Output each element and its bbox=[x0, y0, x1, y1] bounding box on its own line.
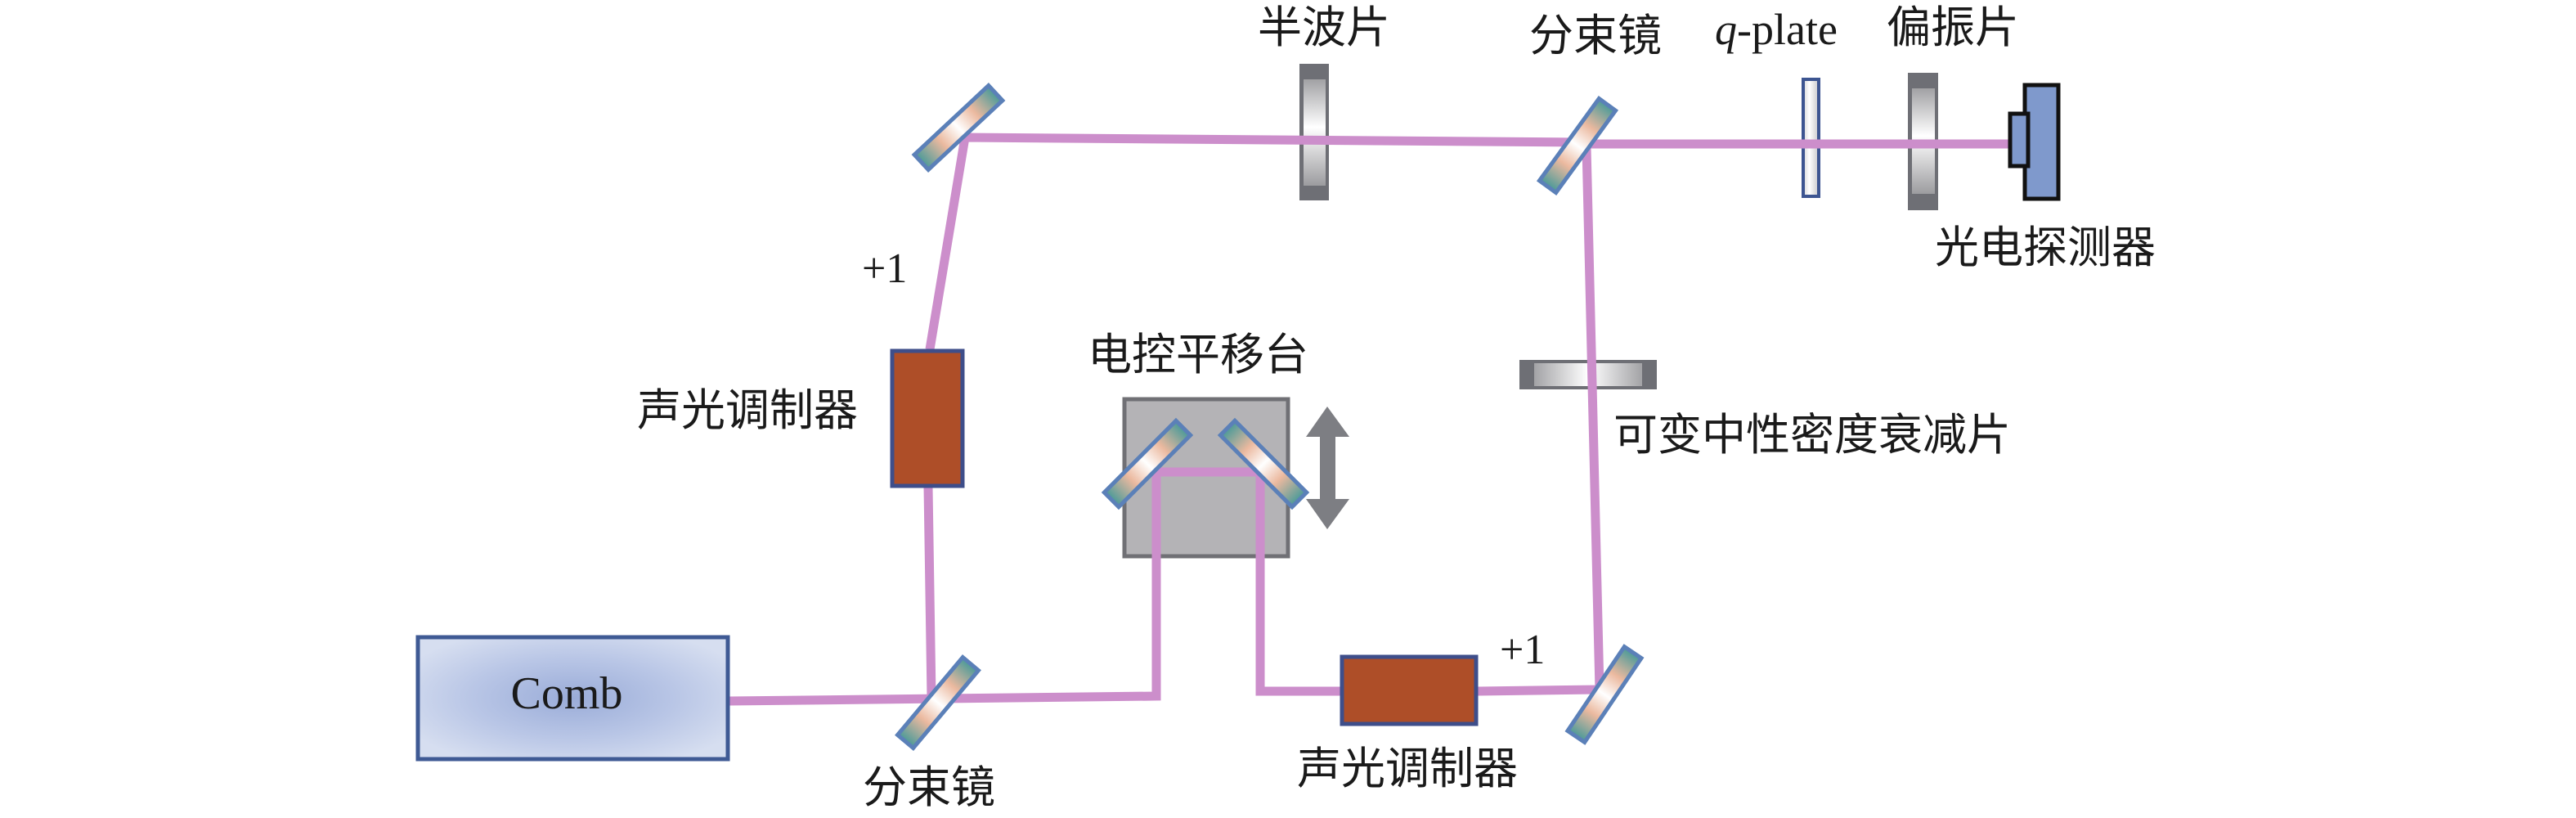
beam-splitter-to-aom-left bbox=[923, 487, 936, 699]
stage-mirror-right-plate bbox=[1217, 417, 1310, 510]
beam-comb-through-stage bbox=[729, 467, 1340, 706]
comb-label: Comb bbox=[511, 668, 623, 719]
nd-filter-label: 可变中性密度衰减片 bbox=[1613, 411, 2011, 460]
aom-bottom bbox=[1340, 654, 1479, 726]
beam-splitter-bottom bbox=[895, 654, 981, 752]
aom-left-order-label: +1 bbox=[862, 245, 907, 292]
aom-left bbox=[890, 348, 965, 488]
photodetector-label: 光电探测器 bbox=[1935, 223, 2156, 272]
beam-splitter-top-plate bbox=[1536, 96, 1619, 196]
q-plate-label-italic: q bbox=[1715, 5, 1737, 54]
mirror-bottom-right-plate bbox=[1564, 644, 1645, 745]
stage-mirror-right bbox=[1217, 417, 1310, 510]
beam-splitter-bottom-label: 分束镜 bbox=[863, 763, 995, 812]
q-plate bbox=[1802, 78, 1820, 198]
q-plate-label-rest: -plate bbox=[1737, 5, 1838, 54]
mirror-top-left bbox=[911, 83, 1006, 173]
half-wave-plate-label: 半波片 bbox=[1258, 3, 1390, 52]
half-wave-plate bbox=[1299, 64, 1329, 200]
stage-mirror-left-plate bbox=[1101, 417, 1194, 510]
beam-aom-left-to-top-splitter bbox=[925, 133, 1579, 350]
stage-mirror-left bbox=[1101, 417, 1194, 510]
beam-aom-bottom-to-top-splitter bbox=[1477, 146, 1604, 696]
mirror-top-left-plate bbox=[911, 83, 1006, 173]
half-wave-plate-glass bbox=[1304, 79, 1326, 186]
aom-bottom-order-label: +1 bbox=[1500, 627, 1545, 673]
beam-splitter-top bbox=[1536, 96, 1619, 196]
polarizer-label: 偏振片 bbox=[1887, 3, 2019, 52]
comb-source bbox=[415, 635, 730, 762]
photodetector bbox=[2008, 83, 2061, 201]
mirror-bottom-right bbox=[1564, 644, 1645, 745]
photodetector-window bbox=[2008, 111, 2031, 169]
beam-splitter-bottom-plate bbox=[895, 654, 981, 752]
aom-left-label: 声光调制器 bbox=[637, 386, 858, 435]
beam-splitter-top-label: 分束镜 bbox=[1529, 11, 1662, 61]
q-plate-label: q-plate bbox=[1715, 5, 1838, 54]
aom-bottom-label: 声光调制器 bbox=[1297, 744, 1518, 793]
double-vertical-arrow-icon bbox=[1306, 407, 1349, 529]
translation-stage-label: 电控平移台 bbox=[1088, 330, 1308, 380]
